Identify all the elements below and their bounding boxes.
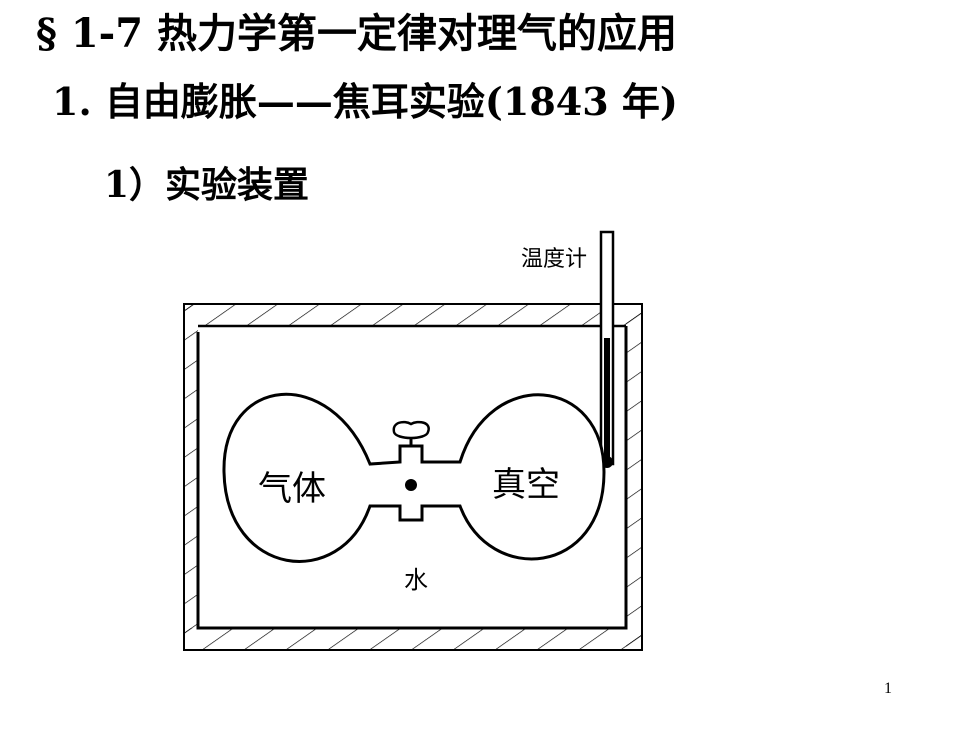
water-label: 水: [404, 566, 428, 594]
container-wall: [183, 303, 643, 651]
thermometer-label: 温度计: [521, 247, 587, 272]
page-number: 1: [884, 680, 892, 697]
valve-plug: [405, 479, 417, 491]
valve-handle: [392, 420, 430, 440]
container-outline-outer: [183, 303, 643, 651]
container-wall-bottom: [184, 628, 642, 650]
container-wall-top: [184, 304, 642, 326]
slide-title: § 1-7 热力学第一定律对理气的应用: [36, 10, 678, 57]
vessel-pair-outline: [222, 393, 606, 563]
gas-label: 气体: [258, 469, 326, 509]
container-wall-left: [184, 304, 198, 650]
thermometer-icon: [599, 230, 615, 468]
valve-icon: [392, 420, 430, 491]
container-outline-inner: [196, 326, 628, 630]
vacuum-label: 真空: [492, 465, 560, 505]
container-wall-right: [626, 304, 642, 650]
section-heading: 1. 自由膨胀——焦耳实验(1843 年): [52, 79, 678, 124]
subsection-heading: 1）实验装置: [104, 164, 310, 206]
thermometer-mercury: [604, 338, 610, 462]
